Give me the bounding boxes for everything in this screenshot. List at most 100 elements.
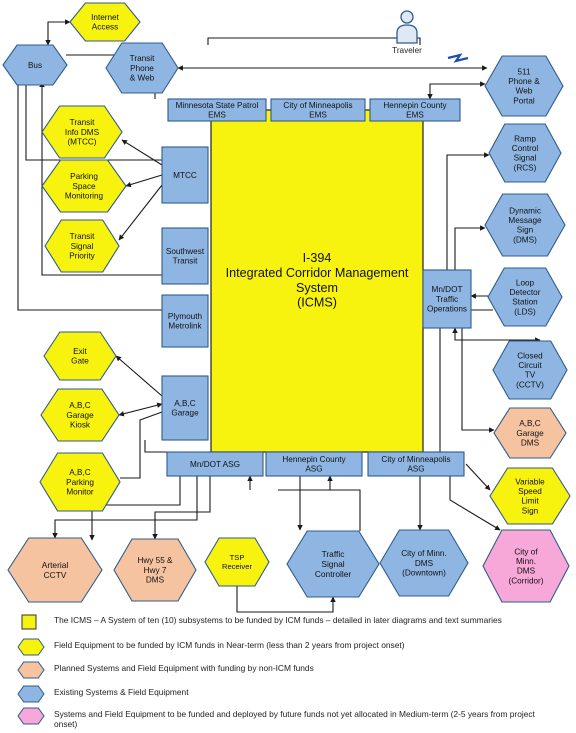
hexagon-shape — [204, 537, 270, 587]
node-label: Access — [92, 23, 118, 32]
node-label: Space — [72, 182, 96, 191]
traveler-icon — [396, 10, 418, 44]
node-label: (DMS) — [513, 235, 537, 244]
hexagon-shape — [482, 529, 570, 603]
node-label: Priority — [69, 252, 95, 261]
box-label: City of Minneapolis — [381, 455, 450, 464]
node-label: A,B,C — [69, 468, 90, 477]
legend-shapes — [17, 614, 45, 725]
box-shape — [367, 451, 465, 477]
legend-swatch — [17, 661, 45, 679]
hexagon-shape — [487, 267, 563, 327]
node-label: Closed — [517, 351, 543, 360]
node-label: Portal — [513, 96, 535, 105]
node-label: Parking — [70, 172, 98, 181]
node-label: Station — [512, 298, 538, 307]
node-label: 511 — [517, 67, 530, 76]
hexagon-shape — [40, 388, 120, 442]
node-label: Transit — [130, 54, 155, 63]
box-label: Mn/DOT — [432, 285, 463, 294]
node-label: (MTCC) — [67, 138, 96, 147]
box-shape — [161, 294, 209, 348]
traveler-label: Traveler — [392, 46, 422, 55]
hexagon-shape — [41, 105, 123, 159]
hexagon-shape — [39, 452, 121, 512]
box-label: Plymouth — [168, 312, 203, 321]
connector-line — [121, 139, 163, 166]
node-label: Signal — [321, 559, 344, 569]
node-label: (LDS) — [514, 307, 536, 316]
legend-item: Systems and Field Equipment to be funded… — [14, 705, 574, 729]
box-label: A,B,C — [174, 399, 195, 408]
connector-line — [461, 328, 495, 433]
node-label: Internet — [91, 13, 119, 22]
node-label: Message — [508, 216, 542, 225]
node-label: Control — [512, 144, 539, 153]
box-shape — [265, 451, 363, 477]
legend-item: The ICMS – A System of ten (10) subsyste… — [14, 611, 574, 633]
hexagon-shape — [484, 193, 566, 257]
hexagon-shape — [489, 467, 571, 525]
legend-item: Existing Systems & Field Equipment — [14, 683, 574, 705]
connector-line — [115, 355, 163, 397]
connector-line — [118, 402, 163, 417]
node-label: Kiosk — [70, 421, 91, 430]
node-label: Monitor — [66, 488, 94, 497]
node-label: Info DMS — [65, 128, 100, 137]
node-label: Controller — [315, 569, 352, 579]
node-label: & Web — [130, 74, 155, 83]
box-label: Southwest — [166, 247, 205, 256]
legend-item: Planned Systems and Field Equipment with… — [14, 659, 574, 681]
box-label: Transit — [173, 257, 198, 266]
hexagon-shape — [44, 219, 120, 273]
hexagon-shape — [105, 42, 179, 94]
node-label: Garage — [66, 411, 94, 420]
node-label: Variable — [515, 477, 545, 486]
box-label: MTCC — [173, 171, 197, 180]
node-label: City of Minn. — [401, 549, 447, 558]
node-label: CCTV — [44, 570, 67, 580]
node-label: Dynamic — [509, 206, 541, 215]
node-label: Arterial — [42, 560, 69, 570]
hexagon-shape — [379, 529, 469, 597]
node-label: DMS — [521, 439, 540, 448]
box-shape — [161, 146, 209, 204]
legend-swatch — [17, 707, 45, 725]
connector-line — [23, 79, 162, 161]
node-label: Loop — [516, 278, 535, 287]
node-label: Signal — [71, 242, 94, 251]
node-label: Transit — [70, 232, 95, 241]
node-label: TV — [525, 371, 536, 380]
node-label: Signal — [514, 154, 537, 163]
node-label: TSP — [230, 553, 245, 562]
box-shape — [422, 269, 472, 329]
hexagon-shape — [69, 2, 141, 42]
legend-text: Planned Systems and Field Equipment with… — [54, 663, 314, 673]
box-label: ASG — [305, 465, 322, 474]
connector-line — [427, 81, 486, 100]
box-label: Minnesota State Patrol — [176, 101, 259, 110]
connector-line — [152, 476, 211, 540]
icms-center-label: System — [296, 281, 338, 295]
legend-swatch — [17, 638, 45, 656]
hexagon-shape — [492, 340, 568, 400]
node-label: Phone — [130, 64, 154, 73]
node-label: Detector — [510, 288, 541, 297]
node-label: A,B,C — [519, 419, 540, 428]
wireless-icon — [447, 53, 469, 63]
icms-center-label: I-394 — [303, 251, 332, 265]
legend-text: Systems and Field Equipment to be funded… — [54, 709, 535, 729]
